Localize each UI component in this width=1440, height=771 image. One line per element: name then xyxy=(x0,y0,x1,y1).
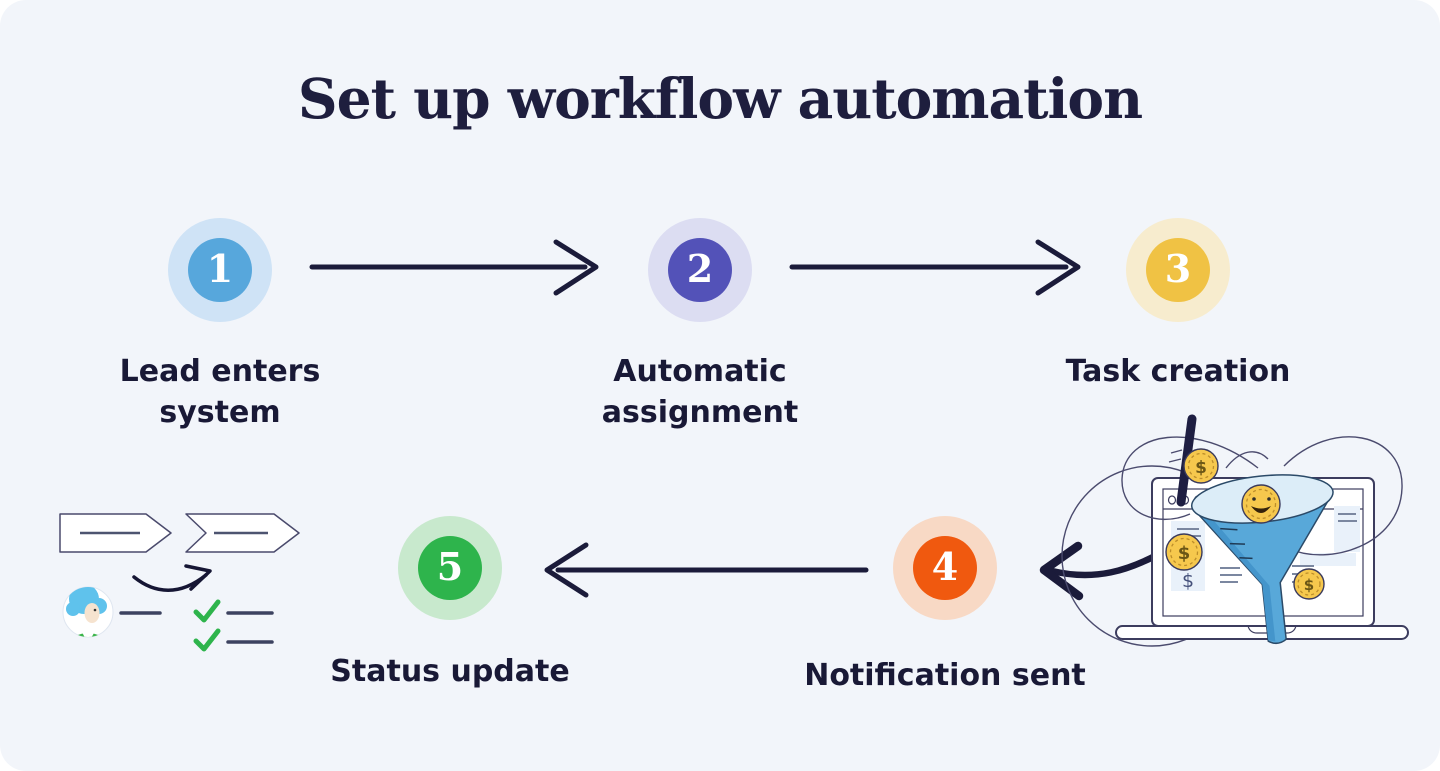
step-5-circle: 5 xyxy=(418,536,482,600)
step-4-label: Notification sent xyxy=(804,658,1086,693)
step-4-number: 4 xyxy=(931,544,959,589)
workflow-step-1: 1 Lead enters system xyxy=(120,218,320,430)
svg-text:$: $ xyxy=(1178,543,1191,564)
process-banner-icon xyxy=(185,513,300,553)
step-2-circle: 2 xyxy=(668,238,732,302)
step-4-halo: 4 xyxy=(893,516,997,620)
svg-text:$: $ xyxy=(1304,576,1314,594)
checkmark-icon xyxy=(193,628,221,652)
checkmark-icon xyxy=(193,599,221,623)
step-3-label: Task creation xyxy=(1065,354,1291,389)
dollar-coin-icon: $ $ xyxy=(1165,533,1203,592)
dollar-coin-icon: $ xyxy=(1293,568,1325,600)
workflow-step-5: 5 Status update xyxy=(330,516,570,689)
step-1-circle: 1 xyxy=(188,238,252,302)
avatar xyxy=(62,586,114,638)
step-5-halo: 5 xyxy=(398,516,502,620)
checklist-illustration xyxy=(59,513,300,652)
step-2-label: Automatic assignment xyxy=(601,354,799,430)
curved-arrow-icon xyxy=(132,564,212,592)
page-title: Set up workflow automation xyxy=(297,66,1143,131)
step-5-label: Status update xyxy=(330,654,570,689)
step-1-label: Lead enters system xyxy=(119,354,321,430)
workflow-step-3: 3 Task creation xyxy=(1066,218,1290,389)
step-5-number: 5 xyxy=(436,544,464,589)
funnel-laptop-illustration: $ $ $ $ xyxy=(1061,414,1409,647)
step-2-halo: 2 xyxy=(648,218,752,322)
workflow-step-2: 2 Automatic assignment xyxy=(602,218,798,430)
step-1-number: 1 xyxy=(206,246,234,291)
workflow-step-4: 4 Notification sent xyxy=(804,516,1086,693)
process-banner-icon xyxy=(59,513,172,553)
svg-text:$: $ xyxy=(1182,570,1194,592)
flow-arrow-1-2 xyxy=(309,239,599,296)
step-1-halo: 1 xyxy=(168,218,272,322)
step-3-number: 3 xyxy=(1164,246,1192,291)
flow-arrow-2-3 xyxy=(789,239,1081,296)
dollar-coin-icon: $ xyxy=(1183,448,1219,484)
smiley-coin-icon xyxy=(1241,484,1281,524)
flow-arrow-4-5 xyxy=(544,542,869,598)
svg-text:$: $ xyxy=(1195,458,1207,478)
step-3-halo: 3 xyxy=(1126,218,1230,322)
step-2-number: 2 xyxy=(686,246,714,291)
step-4-circle: 4 xyxy=(913,536,977,600)
step-3-circle: 3 xyxy=(1146,238,1210,302)
